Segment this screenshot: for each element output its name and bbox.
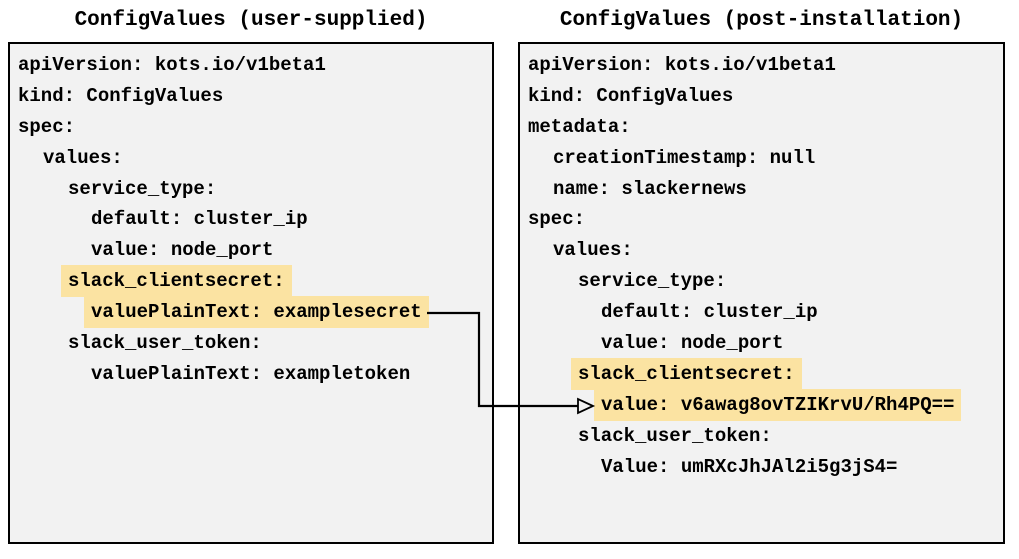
post-installation-config-panel: apiVersion: kots.io/v1beta1 kind: Config… [518,42,1005,544]
yaml-line: creationTimestamp: null [528,143,1003,174]
yaml-line: name: slackernews [528,174,1003,205]
yaml-line: value: node_port [528,328,1003,359]
yaml-line: default: cluster_ip [18,204,492,235]
yaml-line: values: [18,143,492,174]
yaml-line: apiVersion: kots.io/v1beta1 [528,50,1003,81]
yaml-line-text: apiVersion: kots.io/v1beta1 [18,54,326,76]
yaml-line: value: node_port [18,235,492,266]
yaml-line-text: apiVersion: kots.io/v1beta1 [528,54,836,76]
yaml-line-text: valuePlainText: exampletoken [91,362,411,385]
yaml-line: kind: ConfigValues [18,81,492,112]
yaml-line: spec: [528,204,1003,235]
yaml-line-highlighted: slack_clientsecret: [18,265,492,298]
yaml-line: values: [528,235,1003,266]
highlighted-secret-key: slack_clientsecret: [61,265,292,298]
yaml-line-text: service_type: [578,270,727,293]
yaml-line: metadata: [528,112,1003,143]
yaml-line-text: default: cluster_ip [601,301,818,324]
yaml-line: valuePlainText: exampletoken [18,359,492,390]
yaml-line-text: name: slackernews [553,177,747,200]
yaml-line: spec: [18,112,492,143]
yaml-line: service_type: [18,174,492,205]
yaml-line-text: value: node_port [91,239,274,262]
yaml-line-text: slack_user_token: [578,424,772,447]
panel-title-user-supplied: ConfigValues (user-supplied) [74,9,428,32]
yaml-line: apiVersion: kots.io/v1beta1 [18,50,492,81]
yaml-line-text: value: node_port [601,332,784,355]
highlighted-plaintext-secret-value: valuePlainText: examplesecret [84,296,429,329]
yaml-line: Value: umRXcJhJAl2i5g3jS4= [528,452,1003,483]
yaml-line: service_type: [528,266,1003,297]
yaml-line-highlighted: slack_clientsecret: [528,357,1003,390]
yaml-line-text: slack_user_token: [68,332,262,355]
highlighted-encrypted-secret-value: value: v6awag8ovTZIKrvU/Rh4PQ== [594,388,962,421]
yaml-line: slack_user_token: [18,328,492,359]
yaml-line-text: default: cluster_ip [91,208,308,231]
panel-title-post-installation: ConfigValues (post-installation) [559,9,964,32]
yaml-line-text: Value: umRXcJhJAl2i5g3jS4= [601,455,898,478]
yaml-line-text: values: [43,146,123,169]
yaml-line: default: cluster_ip [528,297,1003,328]
yaml-line-text: kind: ConfigValues [18,84,224,107]
user-supplied-config-panel: apiVersion: kots.io/v1beta1 kind: Config… [8,42,494,544]
yaml-line-text: spec: [528,208,586,231]
yaml-line-text: metadata: [528,115,631,138]
yaml-line: kind: ConfigValues [528,81,1003,112]
yaml-line: slack_user_token: [528,421,1003,452]
yaml-line-text: spec: [18,115,76,138]
yaml-line-highlighted: value: v6awag8ovTZIKrvU/Rh4PQ== [528,388,1003,421]
yaml-line-text: creationTimestamp: null [553,146,816,169]
yaml-line-highlighted: valuePlainText: examplesecret [18,296,492,329]
yaml-line-text: values: [553,239,633,262]
yaml-line-text: service_type: [68,177,217,200]
highlighted-secret-key: slack_clientsecret: [571,357,802,390]
yaml-line-text: kind: ConfigValues [528,84,734,107]
